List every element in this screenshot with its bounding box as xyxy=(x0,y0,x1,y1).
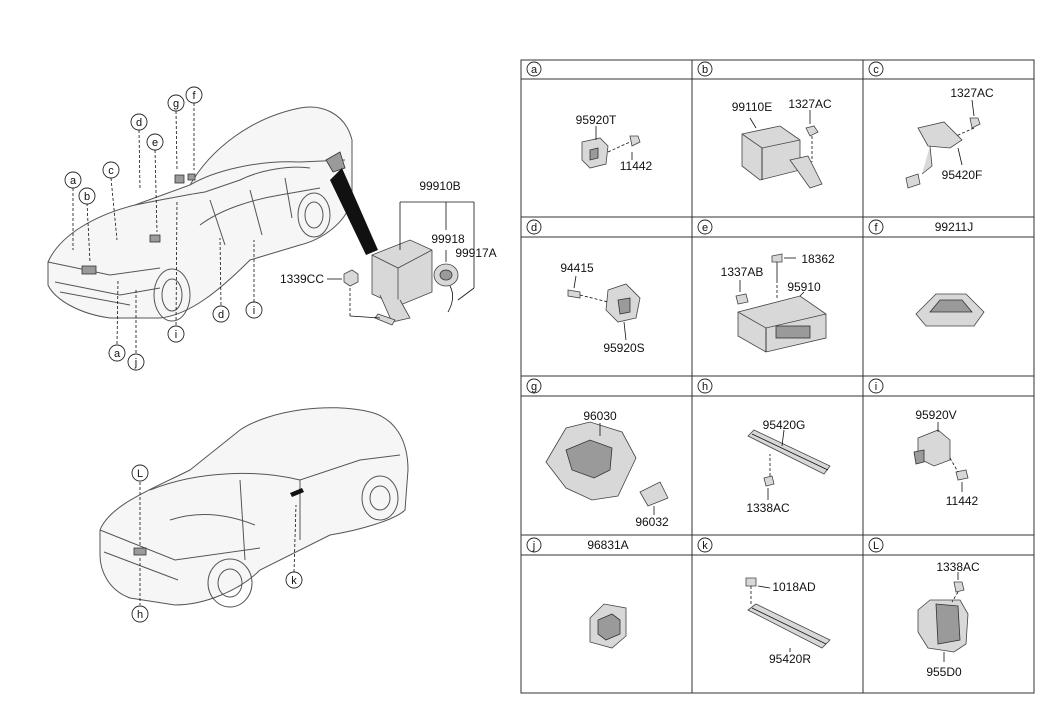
cell-j-letter: j xyxy=(532,540,535,552)
callout-h: h xyxy=(137,609,143,621)
cell-i-letter: i xyxy=(875,381,877,393)
cell-headers: a b c d e f 99211J g h i j 96831A k L xyxy=(526,61,973,553)
part-95420f: 95420F xyxy=(942,168,983,182)
cell-d-letter: d xyxy=(531,222,537,234)
cell-j-title: 96831A xyxy=(587,538,628,552)
callout-g: g xyxy=(173,98,179,110)
cell-k-letter: k xyxy=(702,540,708,552)
callout-i-left: i xyxy=(175,329,177,341)
cell-f-parts xyxy=(915,293,985,327)
part-1337ab: 1337AB xyxy=(721,265,764,279)
cell-h-parts xyxy=(747,429,831,500)
callout-b: b xyxy=(84,191,90,203)
cell-h-letter: h xyxy=(702,381,708,393)
cell-i-parts xyxy=(913,422,969,492)
front-callout-leaders xyxy=(72,103,255,353)
cell-g-parts xyxy=(545,421,669,515)
cell-e-parts xyxy=(735,253,827,353)
part-11442-i: 11442 xyxy=(946,494,979,508)
cell-b-letter: b xyxy=(702,64,708,76)
cell-L-parts xyxy=(917,572,969,662)
cell-j-parts xyxy=(589,603,627,649)
cell-L-letter: L xyxy=(873,540,879,552)
cell-f-letter: f xyxy=(874,222,878,234)
cell-b-parts xyxy=(741,110,823,189)
label-99910b: 99910B xyxy=(419,179,460,193)
part-95420g: 95420G xyxy=(763,418,806,432)
part-1338ac-h: 1338AC xyxy=(746,501,790,515)
part-1018ad: 1018AD xyxy=(772,580,816,594)
label-99918: 99918 xyxy=(431,232,465,246)
part-95920v: 95920V xyxy=(915,408,956,422)
cell-a-letter: a xyxy=(531,64,538,76)
part-96032: 96032 xyxy=(635,515,669,529)
part-1338ac-L: 1338AC xyxy=(936,560,980,574)
parts-grid xyxy=(520,59,1035,694)
cell-d-parts xyxy=(567,275,641,341)
cell-c-letter: c xyxy=(873,64,879,76)
cell-g-letter: g xyxy=(531,381,537,393)
part-95420r: 95420R xyxy=(769,652,811,666)
callout-d-top: d xyxy=(136,117,142,129)
cell-a-parts xyxy=(581,126,641,169)
cell-e-letter: e xyxy=(702,222,708,234)
callout-d-bottom: d xyxy=(218,309,224,321)
part-96030: 96030 xyxy=(583,409,617,423)
part-99110e: 99110E xyxy=(732,100,772,114)
label-1339cc: 1339CC xyxy=(280,272,324,286)
rear-callouts: L h k xyxy=(131,464,303,623)
front-callouts: a b c d e g f d i a j i xyxy=(64,86,263,371)
callout-c: c xyxy=(108,165,114,177)
part-1327ac-c: 1327AC xyxy=(950,86,994,100)
callout-f: f xyxy=(192,90,196,102)
cell-k-parts xyxy=(745,577,831,652)
part-95910: 95910 xyxy=(787,280,821,294)
callout-j: j xyxy=(134,357,137,369)
part-95920s: 95920S xyxy=(603,341,644,355)
callout-L: L xyxy=(137,468,143,480)
callout-e: e xyxy=(152,137,158,149)
part-1327ac-b: 1327AC xyxy=(788,97,832,111)
label-99917a: 99917A xyxy=(455,246,496,260)
callout-k: k xyxy=(291,575,297,587)
cell-c-parts xyxy=(905,99,981,189)
part-11442-a: 11442 xyxy=(620,159,653,173)
part-94415: 94415 xyxy=(560,261,594,275)
main-assembly-exploded xyxy=(327,201,475,326)
part-18362: 18362 xyxy=(801,252,835,266)
callout-a: a xyxy=(70,175,77,187)
part-95920t: 95920T xyxy=(576,113,617,127)
callout-a-bottom: a xyxy=(114,348,121,360)
callout-i-right: i xyxy=(253,305,255,317)
front-car-illustration xyxy=(47,106,378,322)
rear-car-illustration xyxy=(99,407,409,608)
cell-f-title: 99211J xyxy=(935,220,973,234)
part-955d0: 955D0 xyxy=(926,665,962,679)
